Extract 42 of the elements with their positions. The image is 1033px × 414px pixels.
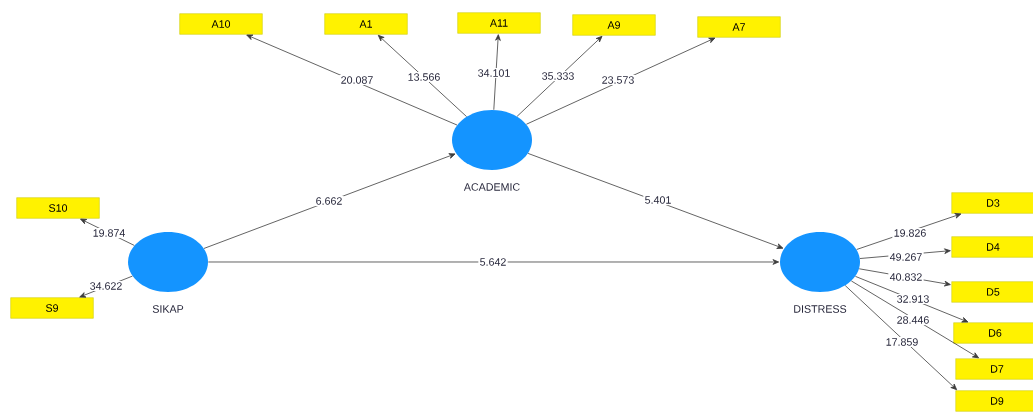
arrow [850,280,979,359]
edge-label: 19.826 [892,227,928,239]
indicator-box: D3 [951,192,1033,214]
indicator-box: A11 [457,12,541,34]
arrow [203,153,456,249]
arrow [493,34,501,111]
edge-label: 13.566 [406,71,442,83]
indicator-box: D7 [955,358,1033,380]
indicator-box: S10 [16,197,100,219]
edge-label: 19.874 [91,227,127,239]
edge-label: 34.101 [476,67,512,79]
edge-label: 17.859 [884,336,920,348]
arrow [526,37,716,125]
edge-label: 23.573 [600,74,636,86]
edge-label: 5.401 [643,194,673,206]
edge-label: 28.446 [895,314,931,326]
indicator-box: A10 [179,13,263,35]
arrow [527,153,784,249]
edge-label: 34.622 [88,280,124,292]
indicator-box: D5 [951,281,1033,303]
indicator-box: D6 [953,322,1033,344]
construct-label: SIKAP [152,305,184,313]
indicator-box: A1 [324,13,408,35]
arrow [377,34,467,117]
indicator-box: S9 [10,297,94,319]
edge-label: 35.333 [540,70,576,82]
indicator-box: D4 [951,236,1033,258]
construct-label: DISTRESS [794,305,847,313]
arrow [844,285,958,391]
edge-label: 40.832 [888,271,924,283]
edge-label: 49.267 [888,251,924,263]
arrow [246,34,458,126]
edge-label: 5.642 [478,256,508,268]
edge-label: 32.913 [895,293,931,305]
indicator-box: A7 [697,16,781,38]
indicator-box: D9 [955,390,1033,412]
edge-label: 20.087 [339,74,375,86]
edge-label: 6.662 [314,195,344,207]
construct-label: ACADEMIC [463,183,520,191]
arrow [207,259,780,265]
indicator-box: A9 [572,14,656,36]
arrow [516,35,603,117]
